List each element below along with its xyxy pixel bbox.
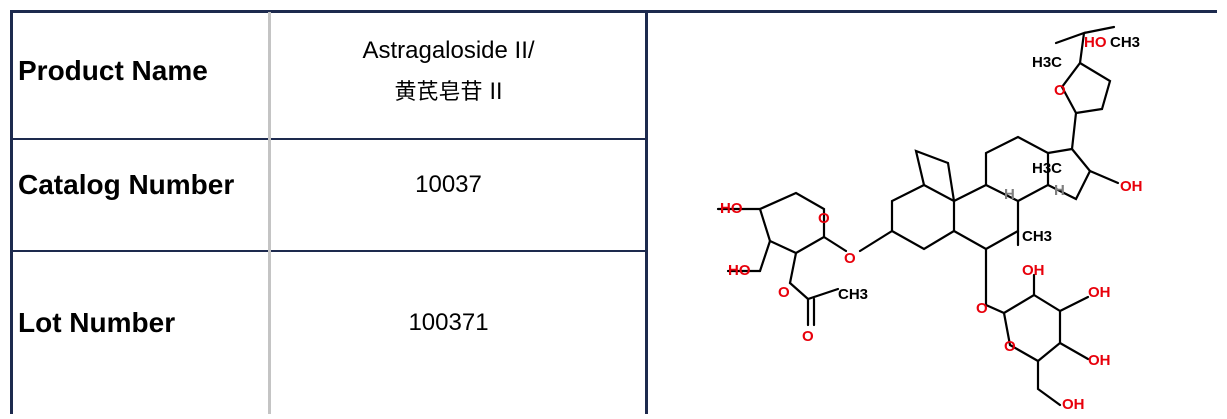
table-border-top	[10, 10, 1217, 13]
table-border-left	[10, 10, 13, 414]
lot-number-value: 100371	[262, 242, 635, 404]
atom-oh: OH	[1120, 178, 1143, 195]
row-divider	[10, 138, 647, 140]
lot-number-text: 100371	[408, 309, 489, 336]
atom-o: O	[844, 250, 856, 267]
product-name-chinese: 黄芪皂苷 II	[394, 79, 503, 105]
atom-ho: HO	[720, 200, 743, 217]
atom-ho: HO	[728, 262, 751, 279]
atom-h: H	[1054, 182, 1065, 199]
structure-drawing: HO CH3 H3C O H3C H H OH CH3 HO O HO O O …	[716, 25, 1143, 413]
bond-lines	[716, 25, 1120, 407]
row-divider	[10, 250, 647, 252]
info-table	[10, 10, 1217, 414]
atom-labels: HO CH3 H3C O H3C H H OH CH3 HO O HO O O …	[720, 34, 1143, 413]
catalog-number-text: 10037	[415, 171, 482, 198]
atom-ch3: CH3	[1110, 34, 1140, 51]
product-name-label: Product Name	[18, 54, 208, 86]
atom-h3c: H3C	[1032, 160, 1062, 177]
atom-h: H	[1004, 186, 1015, 203]
table-border-right	[645, 10, 648, 414]
atom-o: O	[1004, 338, 1016, 355]
atom-oh: OH	[1062, 396, 1085, 413]
atom-o: O	[802, 328, 814, 345]
atom-ch3: CH3	[838, 286, 868, 303]
atom-oh: OH	[1088, 284, 1111, 301]
product-name-english: Astragaloside II/	[362, 36, 535, 64]
atom-oh: OH	[1022, 262, 1045, 279]
atom-o: O	[818, 210, 830, 227]
catalog-number-label: Catalog Number	[18, 169, 235, 200]
atom-ch3: CH3	[1022, 228, 1052, 245]
catalog-number-value: 10037	[262, 130, 635, 240]
column-divider	[268, 12, 271, 414]
atom-o: O	[976, 300, 988, 317]
atom-o: O	[778, 284, 790, 301]
atom-oh: OH	[1088, 352, 1111, 369]
atom-o: O	[1054, 82, 1066, 99]
lot-number-label: Lot Number	[18, 307, 176, 338]
atom-h3c: H3C	[1032, 54, 1062, 71]
chemical-structure: HO CH3 H3C O H3C H H OH CH3 HO O HO O O …	[648, 13, 1217, 414]
product-name-value: Astragaloside II/ 黄芪皂苷 II	[262, 15, 635, 128]
atom-ho: HO	[1084, 34, 1107, 51]
